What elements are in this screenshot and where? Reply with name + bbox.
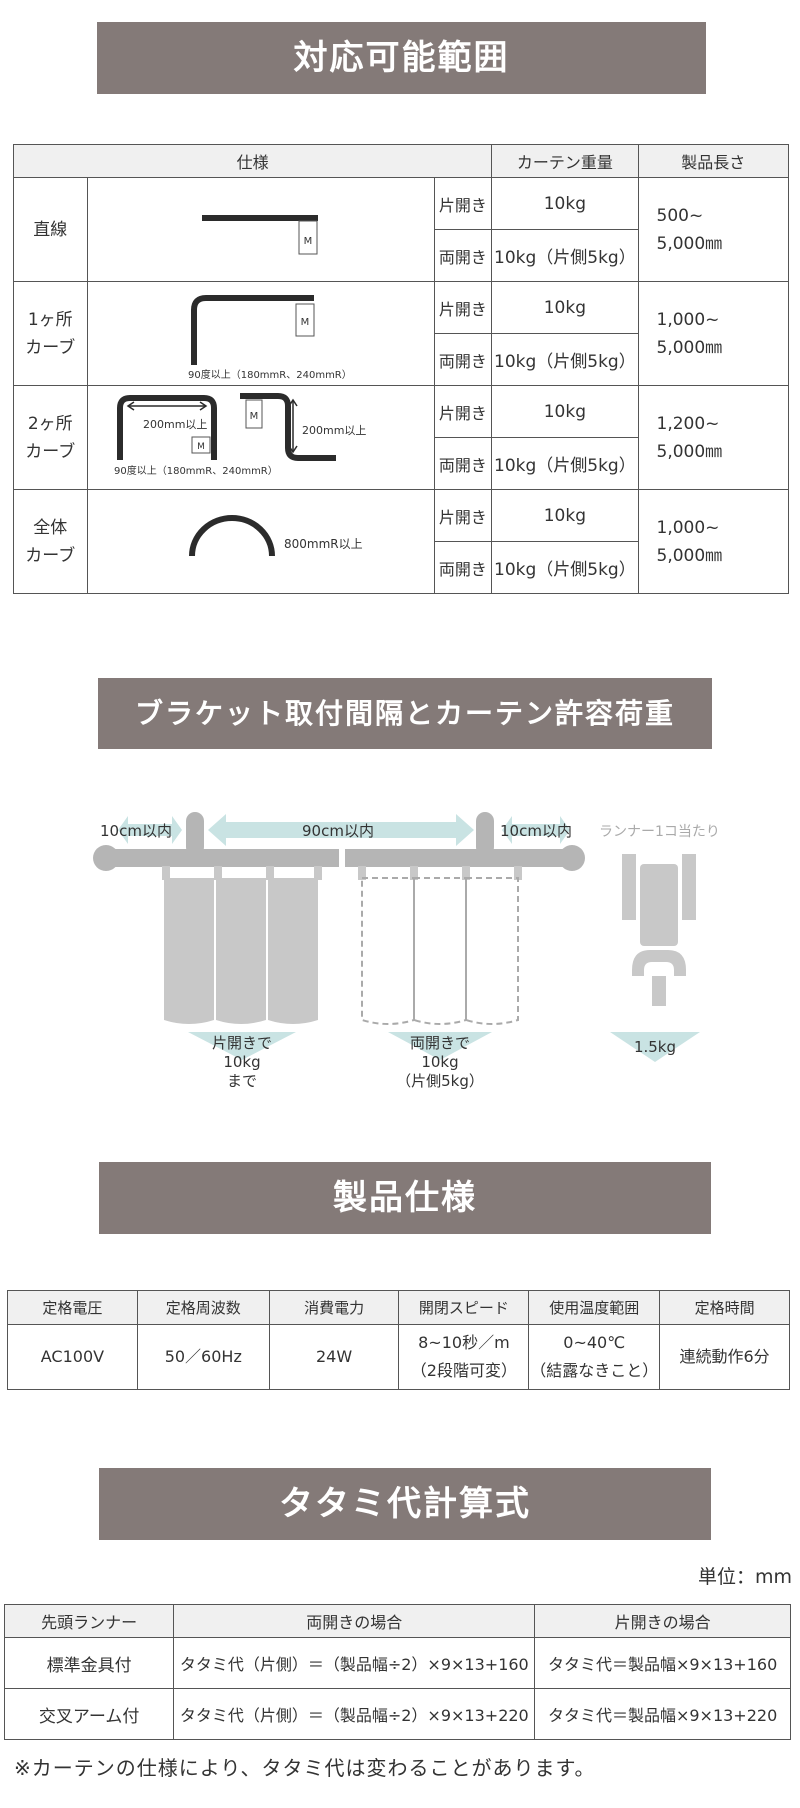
two-side-line: 両開きで (410, 1034, 470, 1052)
bracket-load-diagram: 10cm以内 90cm以内 10cm以内 片開きで 10kg まで 両開きで 1… (93, 812, 720, 1090)
formula-single: タタミ代＝製品幅×9×13+160 (534, 1637, 791, 1689)
two-side-line: （片側5kg） (396, 1072, 484, 1090)
rail (106, 849, 339, 867)
tatami-table: 先頭ランナー 両開きの場合 片開きの場合 標準金具付 タタミ代（片側）＝（製品幅… (3, 1604, 791, 1740)
mid-gap-arrow (208, 814, 474, 846)
weight-one: 10kg (491, 385, 639, 438)
spec-value: 50／60Hz (136, 1324, 270, 1390)
runner-type: 標準金具付 (3, 1637, 175, 1689)
spec-header: 定格電圧 (7, 1290, 138, 1325)
spec-value: AC100V (7, 1324, 138, 1390)
runner-icon (622, 854, 696, 1006)
unit-label: 単位：mm (697, 1566, 792, 1588)
svg-text:90度以上（180mmR、240mmR）: 90度以上（180mmR、240mmR） (114, 464, 278, 477)
type-straight: 直線 (13, 177, 88, 282)
type-one-curve: 1ヶ所カーブ (13, 281, 88, 386)
runner-title: ランナー1コ当たり (599, 824, 720, 840)
open-one-label: 片開き (433, 385, 493, 438)
runner-load: 1.5kg (634, 1038, 676, 1056)
spec-header: 使用温度範囲 (528, 1290, 661, 1325)
end-gap-arrow (502, 816, 570, 844)
section-title-tatami: タタミ代計算式 (99, 1468, 711, 1540)
svg-text:M: M (197, 442, 205, 452)
spec-table: 定格電圧 定格周波数 消費電力 開閉スピード 使用温度範囲 定格時間 AC100… (7, 1290, 790, 1390)
weight-one: 10kg (491, 489, 639, 542)
end-gap-label: 10cm以内 (500, 822, 572, 840)
open-one-label: 片開き (433, 489, 493, 542)
bracket (476, 812, 494, 856)
bracket (186, 812, 204, 856)
formula-single: タタミ代＝製品幅×9×13+220 (534, 1688, 791, 1740)
spec-header: 消費電力 (268, 1290, 400, 1325)
motor-label: M (303, 236, 312, 247)
tatami-header: 両開きの場合 (173, 1604, 536, 1638)
arc-note: 800mmR以上 (284, 537, 363, 551)
spec-value: 0~40℃（結露なきこと） (528, 1324, 661, 1390)
header-length: 製品長さ (637, 144, 789, 178)
curve-note: 90度以上（180mmR、240mmR） (188, 368, 352, 381)
range-table: 仕様 カーテン重量 製品長さ 直線 M 片開き 10kg 500~5,000㎜ … (12, 144, 789, 594)
load-arrow (610, 1032, 700, 1062)
diagram-two-curve: 200mm以上 M 90度以上（180mmR、240mmR） M 200mm以上 (86, 385, 435, 490)
weight-two: 10kg（片側5kg） (491, 541, 639, 594)
one-side-line: 10kg (223, 1053, 260, 1071)
type-full-curve: 全体カーブ (13, 489, 88, 594)
spec-value: 連続動作6分 (659, 1324, 790, 1390)
spec-value: 24W (268, 1324, 400, 1390)
svg-text:M: M (249, 411, 258, 422)
length-range: 500~5,000㎜ (637, 177, 789, 282)
section-title-spec: 製品仕様 (99, 1162, 711, 1234)
open-two-label: 両開き (433, 229, 493, 282)
weight-two: 10kg（片側5kg） (491, 437, 639, 490)
type-two-curve: 2ヶ所カーブ (13, 385, 88, 490)
two-side-line: 10kg (421, 1053, 458, 1071)
curtain-two-side (358, 866, 522, 880)
weight-one: 10kg (491, 177, 639, 230)
header-spec: 仕様 (12, 144, 493, 178)
formula-double: タタミ代（片側）＝（製品幅÷2）×9×13+220 (173, 1688, 536, 1740)
weight-two: 10kg（片側5kg） (491, 229, 639, 282)
diagram-one-curve: M 90度以上（180mmR、240mmR） (86, 281, 435, 386)
length-range: 1,000~5,000㎜ (637, 489, 789, 594)
load-arrow (388, 1032, 492, 1060)
curtain-one-side (162, 866, 322, 1024)
svg-text:M: M (300, 317, 309, 328)
spec-header: 定格時間 (659, 1290, 790, 1325)
open-two-label: 両開き (433, 333, 493, 386)
open-two-label: 両開き (433, 541, 493, 594)
weight-two: 10kg（片側5kg） (491, 333, 639, 386)
spec-header: 定格周波数 (136, 1290, 270, 1325)
one-side-line: まで (227, 1072, 257, 1090)
spec-value: 8~10秒／m（2段階可変） (398, 1324, 530, 1390)
svg-text:200mm以上: 200mm以上 (302, 424, 366, 437)
formula-double: タタミ代（片側）＝（製品幅÷2）×9×13+160 (173, 1637, 536, 1689)
section-title-bracket: ブラケット取付間隔とカーテン許容荷重 (98, 678, 712, 749)
one-side-line: 片開きで (212, 1034, 272, 1052)
diagram-straight: M (86, 177, 435, 282)
spec-header: 開閉スピード (398, 1290, 530, 1325)
open-two-label: 両開き (433, 437, 493, 490)
tatami-header: 片開きの場合 (534, 1604, 791, 1638)
end-gap-label: 10cm以内 (100, 822, 172, 840)
header-weight: カーテン重量 (491, 144, 639, 178)
end-gap-arrow (118, 816, 182, 844)
rail (345, 849, 572, 867)
mid-gap-label: 90cm以内 (302, 822, 374, 840)
diagram-full-curve: 800mmR以上 (86, 489, 435, 594)
tatami-header: 先頭ランナー (3, 1604, 175, 1638)
footnote: ※カーテンの仕様により、タタミ代は変わることがあります。 (14, 1756, 596, 1780)
span-label: 200mm以上 (143, 418, 207, 431)
weight-one: 10kg (491, 281, 639, 334)
length-range: 1,000~5,000㎜ (637, 281, 789, 386)
runner-type: 交叉アーム付 (3, 1688, 175, 1740)
section-title-range: 対応可能範囲 (97, 22, 706, 94)
open-one-label: 片開き (433, 177, 493, 230)
load-arrow (188, 1032, 296, 1060)
open-one-label: 片開き (433, 281, 493, 334)
length-range: 1,200~5,000㎜ (637, 385, 789, 490)
